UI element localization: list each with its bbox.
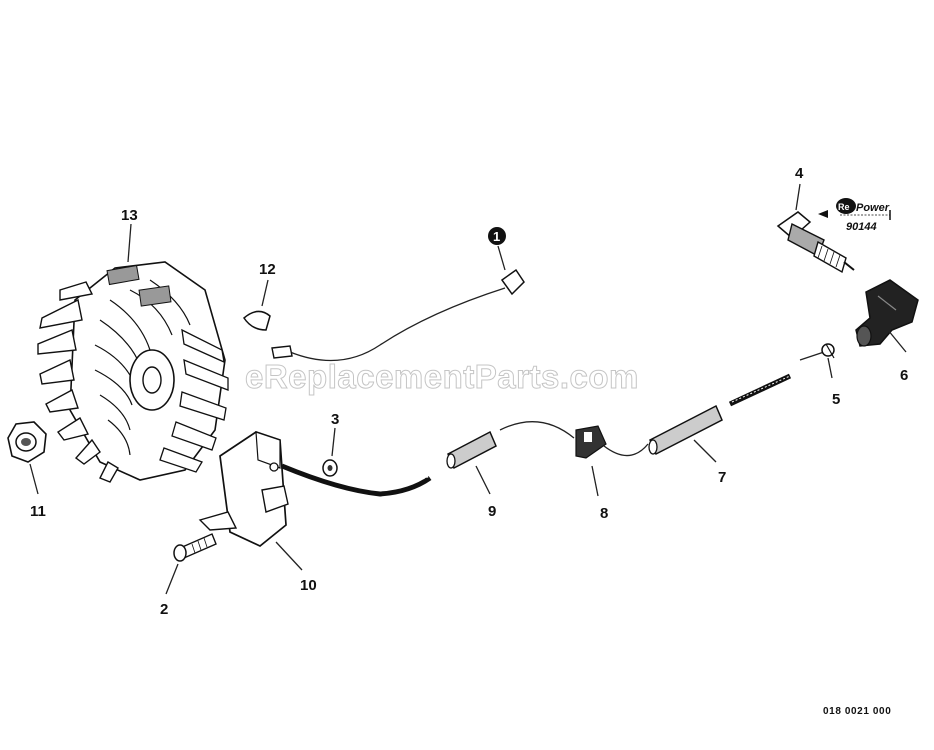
callout-13: 13 <box>121 207 138 224</box>
callout-9: 9 <box>488 503 496 520</box>
flywheel-nut-part <box>7 421 47 463</box>
callout-1: 1 <box>493 229 500 244</box>
leader-lines <box>29 183 907 595</box>
callout-12: 12 <box>259 261 276 278</box>
callout-6: 6 <box>900 367 908 384</box>
flywheel-key-part <box>243 310 271 331</box>
repower-logo-prefix: Re <box>838 202 850 212</box>
flywheel-part <box>37 261 229 483</box>
watermark: eReplacementParts.com <box>245 358 639 396</box>
callout-7: 7 <box>718 469 726 486</box>
document-number: 018 0021 000 <box>823 706 892 717</box>
screw-part <box>173 533 217 562</box>
washer-part <box>322 459 338 477</box>
spark-plug-part-number: 90144 <box>846 221 877 233</box>
callout-10: 10 <box>300 577 317 594</box>
callout-11: 11 <box>30 503 46 520</box>
terminal-part <box>499 421 649 459</box>
sleeve-part <box>446 430 497 470</box>
ignition-module-part <box>198 431 432 547</box>
callout-5: 5 <box>832 391 840 408</box>
callout-4: 4 <box>795 165 804 182</box>
repower-logo-name: Power <box>856 202 890 214</box>
callout-labels: 13 12 1 4 6 5 7 8 9 10 3 2 11 <box>30 165 908 618</box>
spring-clip-part <box>799 343 835 361</box>
spark-plug-boot-part <box>855 279 919 347</box>
ground-wire-part <box>271 268 525 362</box>
callout-8: 8 <box>600 505 608 522</box>
callout-2: 2 <box>160 601 168 618</box>
callout-3: 3 <box>331 411 339 428</box>
callout-1-badge <box>488 227 506 245</box>
spring-sleeve-part <box>648 373 792 456</box>
repower-logo: Re Power 90144 <box>818 198 891 233</box>
spark-plug-part <box>776 211 855 274</box>
